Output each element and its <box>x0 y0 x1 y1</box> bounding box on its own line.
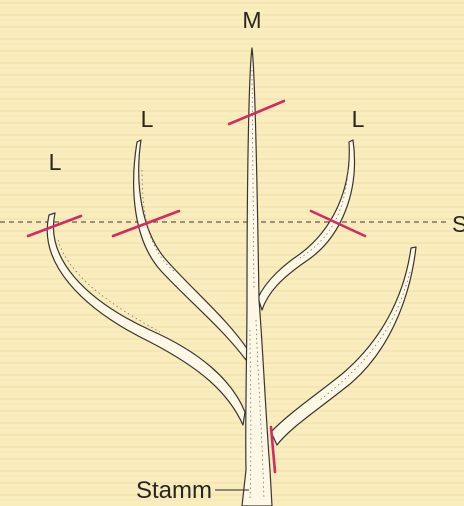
branch-right <box>257 139 356 311</box>
labels: M L L L S Stamm <box>49 7 464 504</box>
cut-mark-mid-left <box>111 209 181 238</box>
cut-mark-right <box>309 209 367 238</box>
label-side-right: L <box>352 106 365 132</box>
trunk <box>241 47 273 506</box>
label-side-mid-left: L <box>141 106 154 132</box>
label-leader-top: M <box>242 7 261 33</box>
branch-left <box>46 212 246 426</box>
cut-marks <box>26 99 367 474</box>
label-side-left: L <box>49 149 62 175</box>
cut-mark-leader <box>227 99 286 126</box>
label-reference-line: S <box>452 211 464 237</box>
tree <box>46 47 417 506</box>
label-trunk: Stamm <box>136 477 212 504</box>
cut-mark-left <box>26 214 83 238</box>
cut-mark-trunk <box>269 425 277 474</box>
bark-texture <box>57 69 411 501</box>
